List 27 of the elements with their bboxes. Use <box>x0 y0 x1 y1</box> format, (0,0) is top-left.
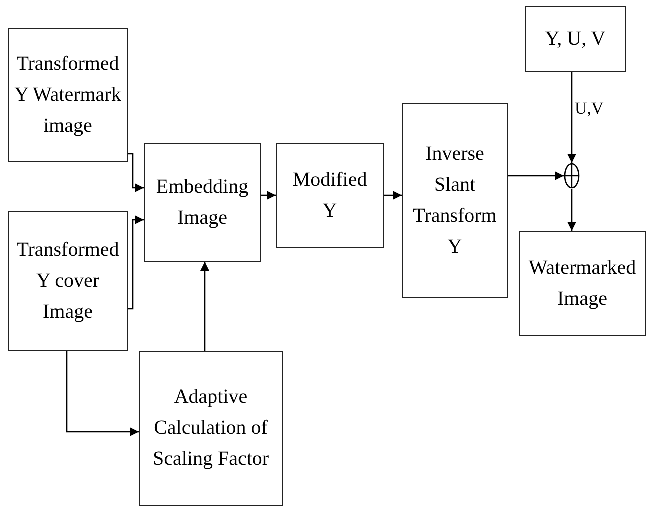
process-box <box>276 143 384 248</box>
box-label: Adaptive Calculation of Scaling Factor <box>152 385 270 472</box>
arrow <box>384 191 402 200</box>
process-box <box>139 351 283 506</box>
process-box <box>402 103 508 298</box>
process-box <box>8 211 128 351</box>
box-label: Watermarked Image <box>528 256 638 312</box>
arrow <box>66 351 139 436</box>
box-label: Transformed Y Watermark image <box>14 52 122 138</box>
box-label: Y, U, V <box>545 26 606 52</box>
process-box <box>525 6 626 72</box>
arrow <box>128 153 144 192</box>
summation-symbol <box>564 163 580 189</box>
box-label: Embedding Image <box>155 174 250 230</box>
box-label: Modified Y <box>292 168 368 224</box>
arrow <box>568 72 576 163</box>
process-box <box>8 28 128 162</box>
box-label: Transformed Y cover Image <box>16 238 120 324</box>
arrow <box>261 191 276 200</box>
process-box <box>519 231 646 336</box>
edge-label: U,V <box>575 100 604 116</box>
arrow <box>568 189 576 231</box>
process-box <box>144 143 261 262</box>
arrow <box>508 172 564 180</box>
arrow <box>200 262 210 351</box>
box-label: Inverse Slant Transform Y <box>412 142 498 260</box>
arrow <box>128 216 144 310</box>
